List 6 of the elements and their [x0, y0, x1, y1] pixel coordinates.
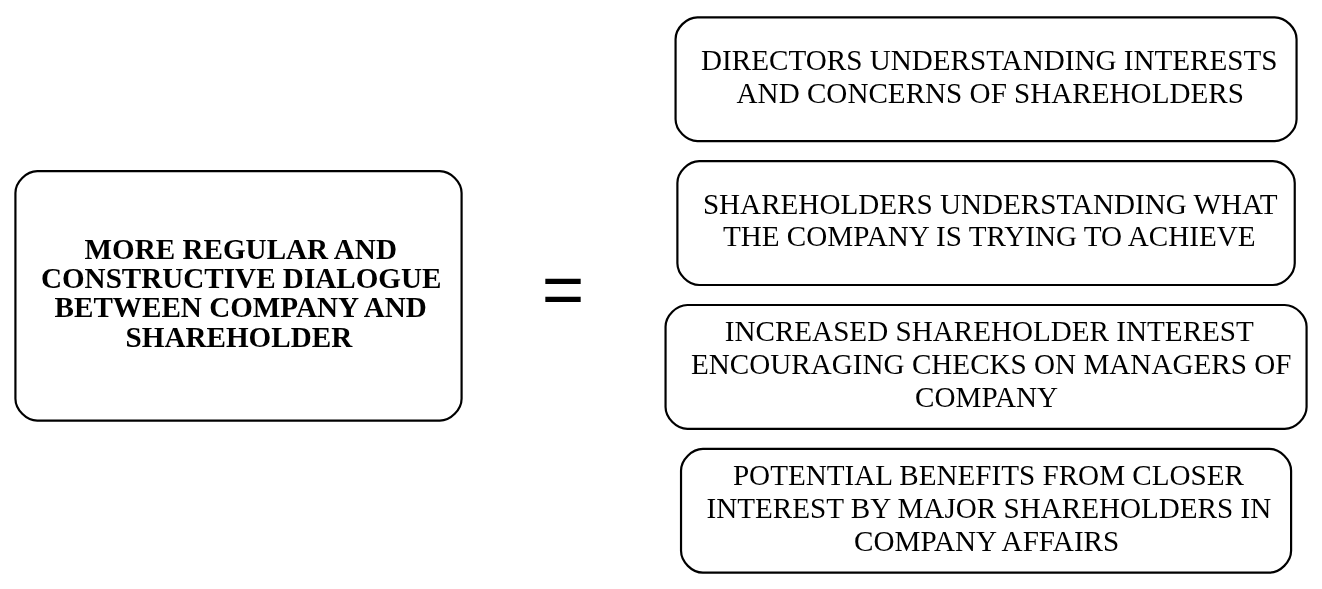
node-box: POTENTIAL BENEFITS FROM CLOSER INTEREST BY MAJOR SHAREHOLDERS IN COMPANY AFFAIRS: [679, 447, 1293, 574]
node-box: INCREASED SHAREHOLDER INTEREST ENCOURAGING CHECKS ON MANAGERS OF COMPANY: [664, 303, 1308, 430]
node-box: DIRECTORS UNDERSTANDING INTERESTS AND CONCERNS OF SHAREHOLDERS: [674, 15, 1298, 142]
node-box: MORE REGULAR AND CONSTRUCTIVE DIALOGUE BETWEEN COMPANY AND SHAREHOLDER: [14, 169, 463, 422]
node-box: SHAREHOLDERS UNDERSTANDING WHAT THE COMPANY IS TRYING TO ACHIEVE: [676, 159, 1296, 286]
label: =: [541, 247, 585, 329]
